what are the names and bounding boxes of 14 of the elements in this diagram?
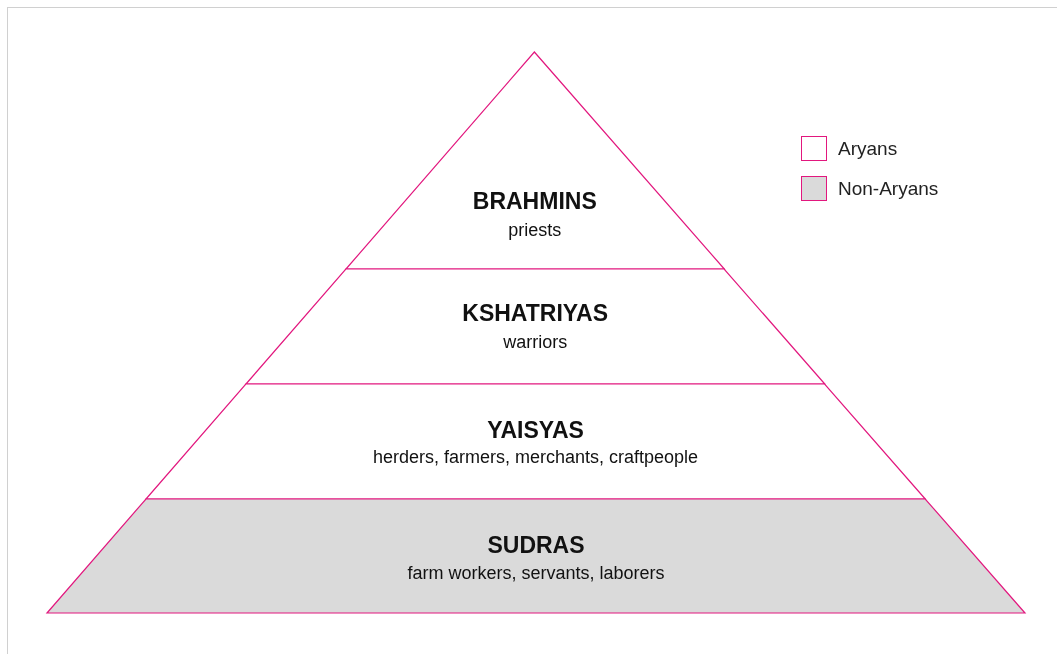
legend-label: Non-Aryans <box>838 177 939 200</box>
tier-title: BRAHMINS <box>471 188 598 214</box>
tier-title: YAISYAS <box>486 417 585 443</box>
tier-description: farm workers, servants, laborers <box>406 562 666 584</box>
pyramid-tier <box>145 384 926 499</box>
tier-description: priests <box>507 219 563 241</box>
pyramid-tier <box>245 269 825 384</box>
tier-title: KSHATRIYAS <box>461 300 609 326</box>
pyramid-apex <box>345 52 724 269</box>
pyramid-tier <box>47 499 1025 613</box>
tier-description: warriors <box>502 331 569 353</box>
tier-title: SUDRAS <box>486 532 586 558</box>
tier-description: herders, farmers, merchants, craftpeople <box>372 446 700 468</box>
legend-label: Aryans <box>838 137 898 160</box>
